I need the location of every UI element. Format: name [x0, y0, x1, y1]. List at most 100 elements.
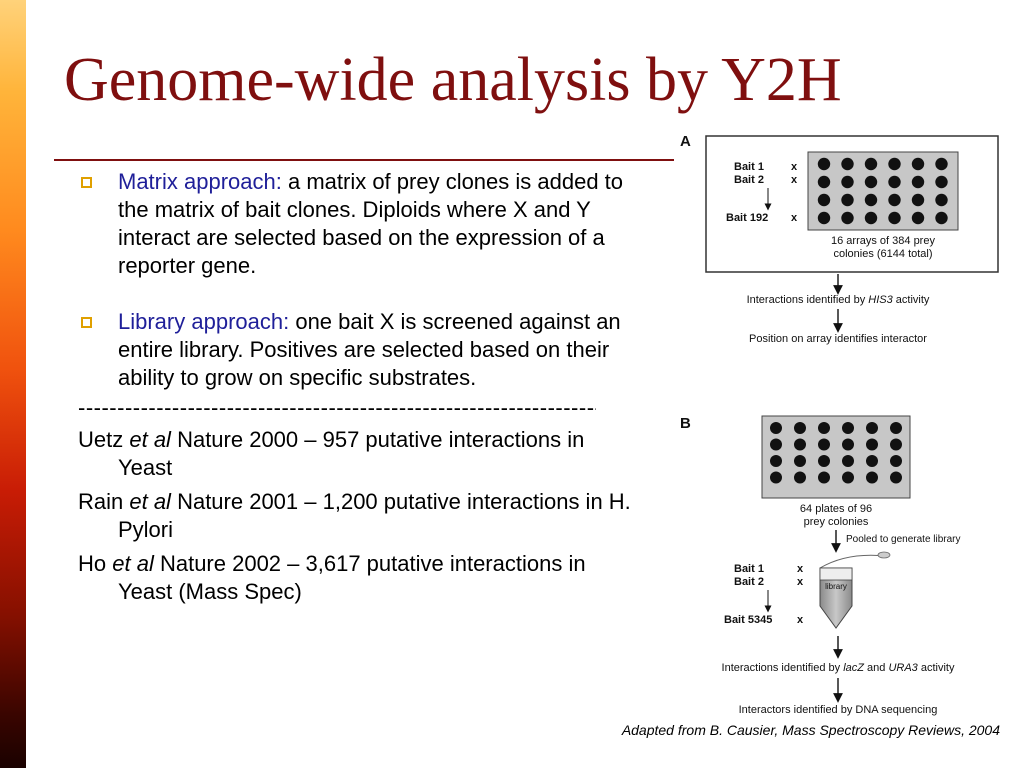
colony-dot: [842, 471, 854, 484]
ref-author: Ho: [78, 551, 113, 576]
panel-a-label: A: [680, 133, 691, 150]
colony-dot: [890, 438, 902, 451]
prey-colony-dots: [770, 422, 902, 484]
colony-dot: [866, 471, 878, 484]
reference-rain: Rain et al Nature 2001 – 1,200 putative …: [78, 488, 640, 544]
panel-b-step1: Interactions identified by lacZ and URA3…: [722, 662, 955, 674]
bait-label: Bait 192: [726, 212, 768, 224]
colony-dot: [864, 211, 878, 225]
colony-dot: [770, 471, 782, 484]
prey-array-plate: [807, 151, 959, 231]
reference-ho: Ho et al Nature 2002 – 3,617 putative in…: [78, 550, 640, 606]
ref-details: Nature 2001 – 1,200 putative interaction…: [118, 489, 631, 542]
tube-cap-lid: [819, 554, 887, 569]
ref-etal: et al: [129, 427, 171, 452]
colony-dot: [911, 157, 925, 171]
bait-mark: x: [797, 614, 804, 626]
dashed-separator: ----------------------------------------…: [78, 396, 596, 420]
colony-dot: [817, 193, 831, 207]
colony-dot: [888, 157, 901, 171]
colony-dot: [818, 455, 830, 467]
colony-dot: [770, 422, 782, 434]
colony-dot: [935, 175, 948, 189]
colony-dot: [911, 193, 925, 207]
colony-dot: [888, 211, 901, 225]
panel-b-label: B: [680, 415, 691, 432]
ref-author: Uetz: [78, 427, 130, 452]
colony-dot: [817, 157, 831, 171]
colony-dot: [935, 211, 948, 225]
colony-dot: [911, 175, 925, 189]
bait-label: Bait 2: [734, 576, 764, 588]
ref-author: Rain: [78, 489, 130, 514]
colony-dot: [935, 193, 948, 207]
figure-svg: A Bait 1 x Bait 2 x Bait 192 x 16 arrays…: [680, 133, 999, 716]
colony-dot: [866, 438, 878, 451]
colony-dot: [841, 193, 854, 207]
colony-dot: [841, 175, 854, 189]
colony-dot: [794, 455, 806, 467]
bait-label: Bait 5345: [724, 614, 772, 626]
prey-plate: [761, 415, 911, 499]
ref-etal: et al: [129, 489, 171, 514]
colony-dot: [842, 422, 854, 434]
colony-dot: [888, 175, 901, 189]
ref-etal: et al: [112, 551, 154, 576]
bullet-matrix-approach: Matrix approach: a matrix of prey clones…: [78, 168, 640, 280]
pooled-label: Pooled to generate library: [846, 534, 961, 545]
colony-dot: [842, 438, 854, 451]
bait-mark: x: [791, 161, 798, 173]
bullet-text: one bait X is screened against an entire…: [118, 309, 621, 390]
colony-dot: [890, 471, 902, 484]
ref-details: Nature 2000 – 957 putative interactions …: [118, 427, 585, 480]
square-bullet-icon: [81, 317, 92, 328]
panel-a-step1: Interactions identified by HIS3 activity: [747, 294, 930, 306]
bullet-text: a matrix of prey clones is added to the …: [118, 169, 624, 278]
colony-dot: [890, 455, 902, 467]
array-caption-line: 16 arrays of 384 prey: [831, 235, 935, 247]
colony-dot: [866, 455, 878, 467]
colony-dot: [794, 422, 806, 434]
bait-label: Bait 1: [734, 161, 764, 173]
colony-dot: [842, 455, 854, 467]
prey-colony-dots: [817, 157, 948, 225]
bait-label: Bait 1: [734, 563, 764, 575]
bait-label: Bait 2: [734, 174, 764, 186]
colony-dot: [794, 438, 806, 451]
bullet-heading: Matrix approach:: [118, 169, 282, 194]
tube-label: library: [825, 582, 847, 591]
colony-dot: [818, 438, 830, 451]
colony-dot: [818, 471, 830, 484]
colony-dot: [864, 157, 878, 171]
colony-dot: [794, 471, 806, 484]
bait-mark: x: [791, 212, 798, 224]
panel-a-step2: Position on array identifies interactor: [749, 333, 927, 345]
bullet-library-approach: Library approach: one bait X is screened…: [78, 308, 640, 392]
colony-dot: [817, 175, 831, 189]
decorative-gradient-bar: [0, 0, 26, 768]
bait-mark: x: [797, 576, 804, 588]
title-underline: [54, 159, 674, 161]
bait-mark: x: [797, 563, 804, 575]
plate-caption-line: prey colonies: [804, 516, 869, 528]
square-bullet-icon: [81, 177, 92, 188]
colony-dot: [866, 422, 878, 434]
colony-dot: [888, 193, 901, 207]
ref-details: Nature 2002 – 3,617 putative interaction…: [118, 551, 586, 604]
colony-dot: [841, 211, 854, 225]
colony-dot: [770, 438, 782, 451]
bait-mark: x: [791, 174, 798, 186]
colony-dot: [864, 175, 878, 189]
colony-dot: [890, 422, 902, 434]
slide-body: Matrix approach: a matrix of prey clones…: [78, 168, 640, 606]
array-caption-line: colonies (6144 total): [833, 248, 932, 260]
colony-dot: [864, 193, 878, 207]
colony-dot: [935, 157, 948, 171]
colony-dot: [818, 422, 830, 434]
panel-b-step2: Interactors identified by DNA sequencing: [739, 704, 938, 716]
source-caption: Adapted from B. Causier, Mass Spectrosco…: [621, 722, 1000, 738]
slide-title: Genome-wide analysis by Y2H: [64, 46, 842, 114]
y2h-screening-figure: A Bait 1 x Bait 2 x Bait 192 x 16 arrays…: [672, 128, 1012, 718]
colony-dot: [817, 211, 831, 225]
colony-dot: [770, 455, 782, 467]
